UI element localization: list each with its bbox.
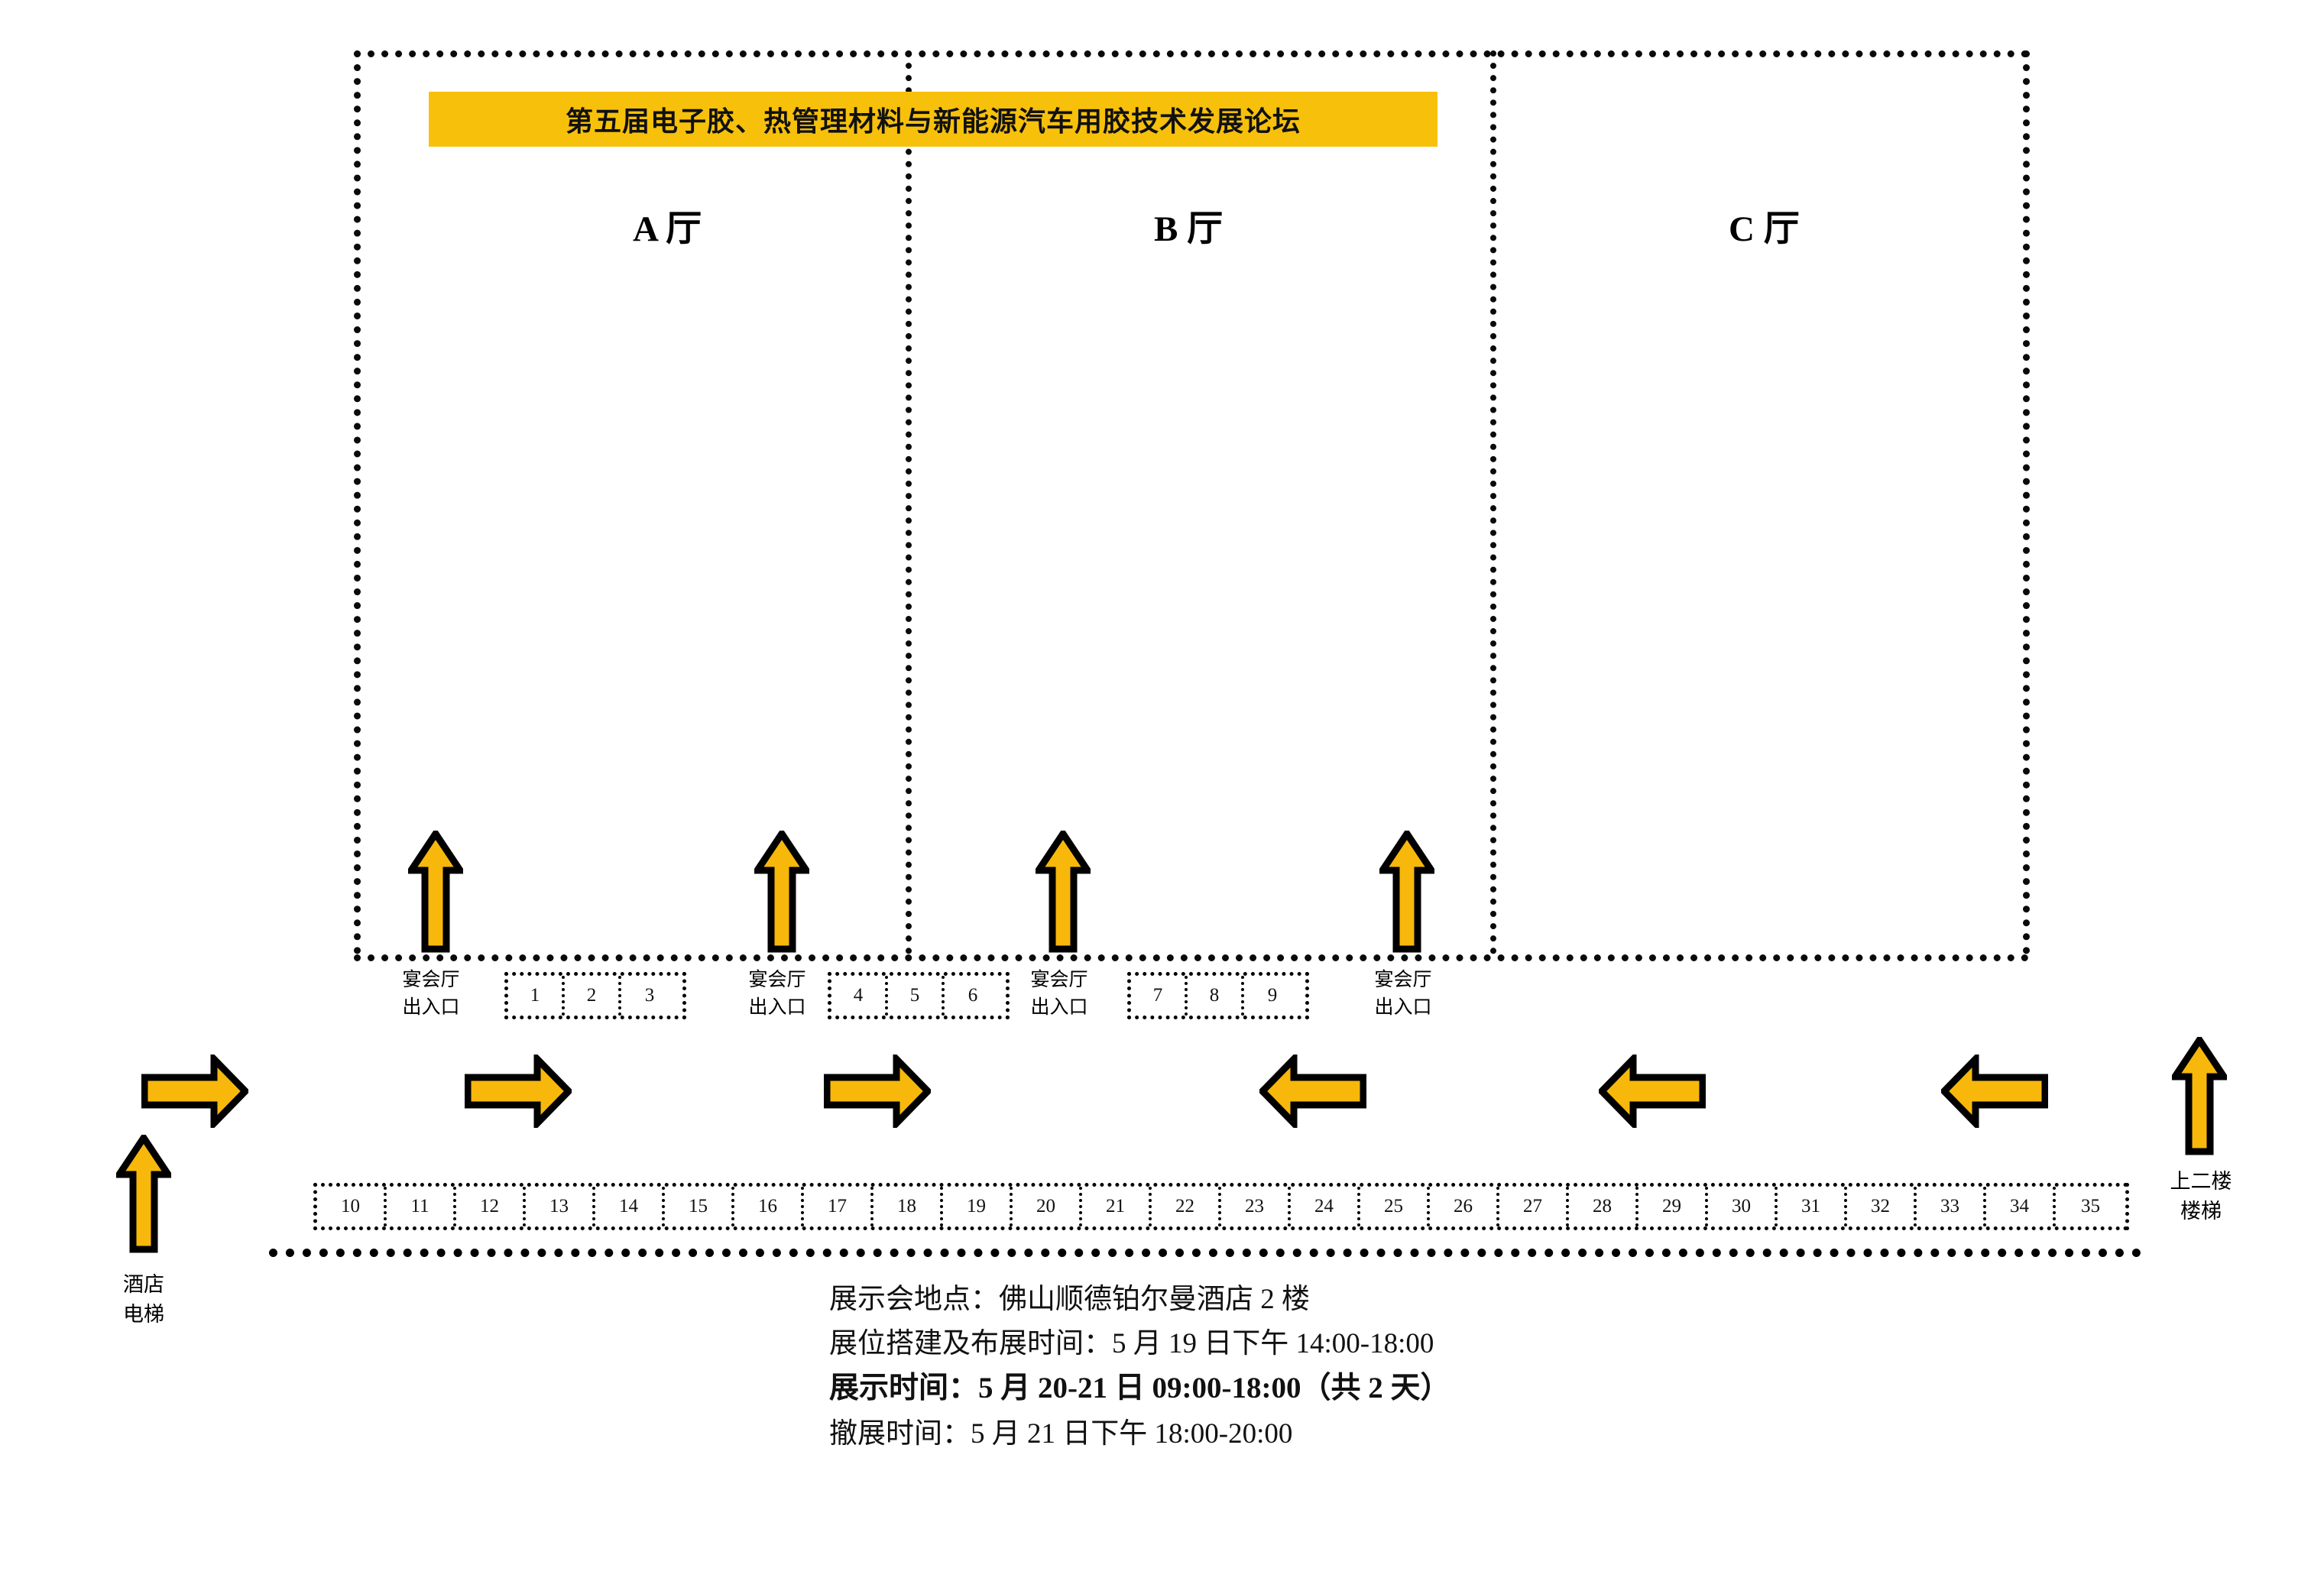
banquet-entrance-label-3: 宴会厅 出入口: [1010, 967, 1108, 1021]
hall-divider-a-b: [906, 50, 912, 954]
banquet-entrance-label-1: 宴会厅 出入口: [382, 967, 480, 1021]
corridor-arrow-right-2: [465, 1055, 572, 1128]
booth-cell[interactable]: 31: [1778, 1187, 1847, 1226]
hall-entrance-arrow-3: [1036, 831, 1091, 953]
booth-cell[interactable]: 22: [1152, 1187, 1221, 1226]
booth-cell[interactable]: 5: [888, 976, 945, 1016]
hall-entrance-arrow-4: [1379, 831, 1434, 953]
corridor-arrow-right-3: [824, 1055, 931, 1128]
booth-cell[interactable]: 10: [317, 1187, 387, 1226]
booth-cell[interactable]: 21: [1082, 1187, 1152, 1226]
booth-cell[interactable]: 1: [508, 976, 565, 1016]
booth-cell[interactable]: 7: [1131, 976, 1188, 1016]
hall-wall-right: [2023, 50, 2030, 954]
booth-cell[interactable]: 33: [1917, 1187, 1986, 1226]
booth-cell[interactable]: 15: [665, 1187, 734, 1226]
hall-wall-left: [354, 50, 361, 954]
booth-cell[interactable]: 18: [874, 1187, 943, 1226]
banquet-entrance-label-2: 宴会厅 出入口: [728, 967, 826, 1021]
upstairs-stairs-label: 上二楼 楼梯: [2140, 1167, 2262, 1226]
forum-title-banner: 第五届电子胶、热管理材料与新能源汽车用胶技术发展论坛: [429, 92, 1438, 147]
booth-cell[interactable]: 24: [1291, 1187, 1360, 1226]
stairs-line-2: 楼梯: [2180, 1200, 2222, 1223]
banquet-entrance-label-4: 宴会厅 出入口: [1354, 967, 1452, 1021]
forum-title-text: 第五届电子胶、热管理材料与新能源汽车用胶技术发展论坛: [565, 105, 1301, 137]
booth-cell[interactable]: 30: [1708, 1187, 1778, 1226]
hall-entrance-arrow-1: [408, 831, 463, 953]
booth-group-1[interactable]: 1 2 3: [504, 972, 686, 1019]
booth-cell[interactable]: 32: [1847, 1187, 1917, 1226]
elevator-line-2: 电梯: [123, 1303, 164, 1327]
booth-cell[interactable]: 25: [1360, 1187, 1430, 1226]
booth-cell[interactable]: 13: [526, 1187, 595, 1226]
elevator-up-arrow: [116, 1135, 171, 1253]
corridor-arrow-left-2: [1599, 1055, 1706, 1128]
event-info-block: 展示会地点：佛山顺德铂尔曼酒店 2 楼 展位搭建及布展时间：5 月 19 日下午…: [829, 1278, 1450, 1456]
info-show: 展示时间：5 月 20-21 日 09:00-18:00（共 2 天）: [829, 1372, 1450, 1405]
booth-cell[interactable]: 2: [565, 976, 621, 1016]
booth-cell[interactable]: 35: [2081, 1196, 2100, 1217]
entrance-line-1: 宴会厅: [748, 969, 806, 990]
entrance-line-1: 宴会厅: [402, 969, 460, 990]
booth-cell[interactable]: 34: [1986, 1187, 2056, 1226]
corridor-arrow-left-1: [1259, 1055, 1366, 1128]
hall-wall-bottom: [354, 954, 2029, 961]
entrance-line-2: 出入口: [748, 996, 806, 1018]
bottom-booth-strip[interactable]: 10 11 12 13 14 15 16 17 18 19 20 21 22 2…: [313, 1183, 2129, 1230]
info-venue: 展示会地点：佛山顺德铂尔曼酒店 2 楼: [829, 1284, 1310, 1315]
hall-divider-b-c: [1490, 50, 1496, 954]
stairs-line-1: 上二楼: [2170, 1170, 2232, 1193]
entrance-line-1: 宴会厅: [1030, 969, 1088, 990]
entrance-line-1: 宴会厅: [1374, 969, 1432, 990]
hall-label-b: B 厅: [1154, 209, 1224, 249]
booth-cell[interactable]: 12: [456, 1187, 526, 1226]
booth-cell[interactable]: 29: [1638, 1187, 1708, 1226]
booth-group-2[interactable]: 4 5 6: [828, 972, 1010, 1019]
info-teardown: 撤展时间：5 月 21 日下午 18:00-20:00: [829, 1418, 1293, 1450]
entrance-line-2: 出入口: [1374, 996, 1432, 1018]
entrance-line-2: 出入口: [1030, 996, 1088, 1018]
booth-cell[interactable]: 11: [387, 1187, 456, 1226]
booth-cell[interactable]: 16: [734, 1187, 804, 1226]
booth-cell[interactable]: 6: [968, 985, 978, 1006]
booth-cell[interactable]: 14: [595, 1187, 665, 1226]
booth-group-3[interactable]: 7 8 9: [1127, 972, 1309, 1019]
info-setup: 展位搭建及布展时间：5 月 19 日下午 14:00-18:00: [829, 1327, 1434, 1359]
corridor-arrow-left-3: [1941, 1055, 2048, 1128]
booth-cell[interactable]: 23: [1221, 1187, 1291, 1226]
booth-cell[interactable]: 4: [831, 976, 888, 1016]
hotel-elevator-label: 酒店 电梯: [98, 1270, 190, 1330]
corridor-boundary-line: [269, 1249, 2141, 1257]
hall-label-c: C 厅: [1729, 209, 1800, 249]
corridor-arrow-right-1: [141, 1055, 248, 1128]
stairs-up-arrow: [2172, 1037, 2227, 1155]
booth-cell[interactable]: 3: [644, 985, 655, 1006]
hall-entrance-arrow-2: [754, 831, 809, 953]
booth-cell[interactable]: 9: [1267, 985, 1278, 1006]
booth-cell[interactable]: 27: [1499, 1187, 1569, 1226]
booth-cell[interactable]: 17: [804, 1187, 874, 1226]
booth-cell[interactable]: 8: [1188, 976, 1244, 1016]
booth-cell[interactable]: 26: [1430, 1187, 1499, 1226]
booth-cell[interactable]: 20: [1013, 1187, 1082, 1226]
booth-cell[interactable]: 19: [943, 1187, 1013, 1226]
hall-label-a: A 厅: [633, 209, 702, 249]
hall-wall-top: [354, 50, 2029, 57]
elevator-line-1: 酒店: [123, 1273, 164, 1296]
entrance-line-2: 出入口: [402, 996, 460, 1018]
booth-cell[interactable]: 28: [1569, 1187, 1638, 1226]
